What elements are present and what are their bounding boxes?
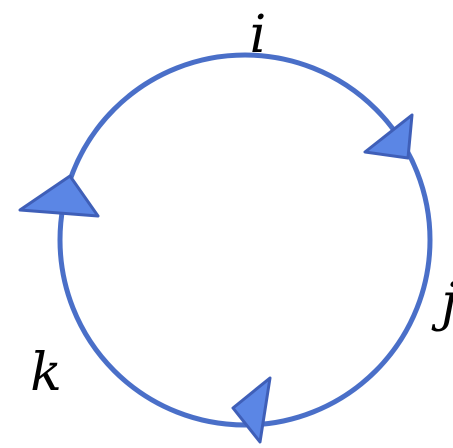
node-label-k: k <box>30 343 62 403</box>
arrow-head-bottom <box>231 376 272 444</box>
node-label-j: j <box>431 273 453 333</box>
cycle-circle <box>57 52 433 428</box>
node-label-i: i <box>250 5 267 65</box>
arrow-head-right <box>363 113 414 160</box>
arrow-head-left <box>18 174 100 218</box>
